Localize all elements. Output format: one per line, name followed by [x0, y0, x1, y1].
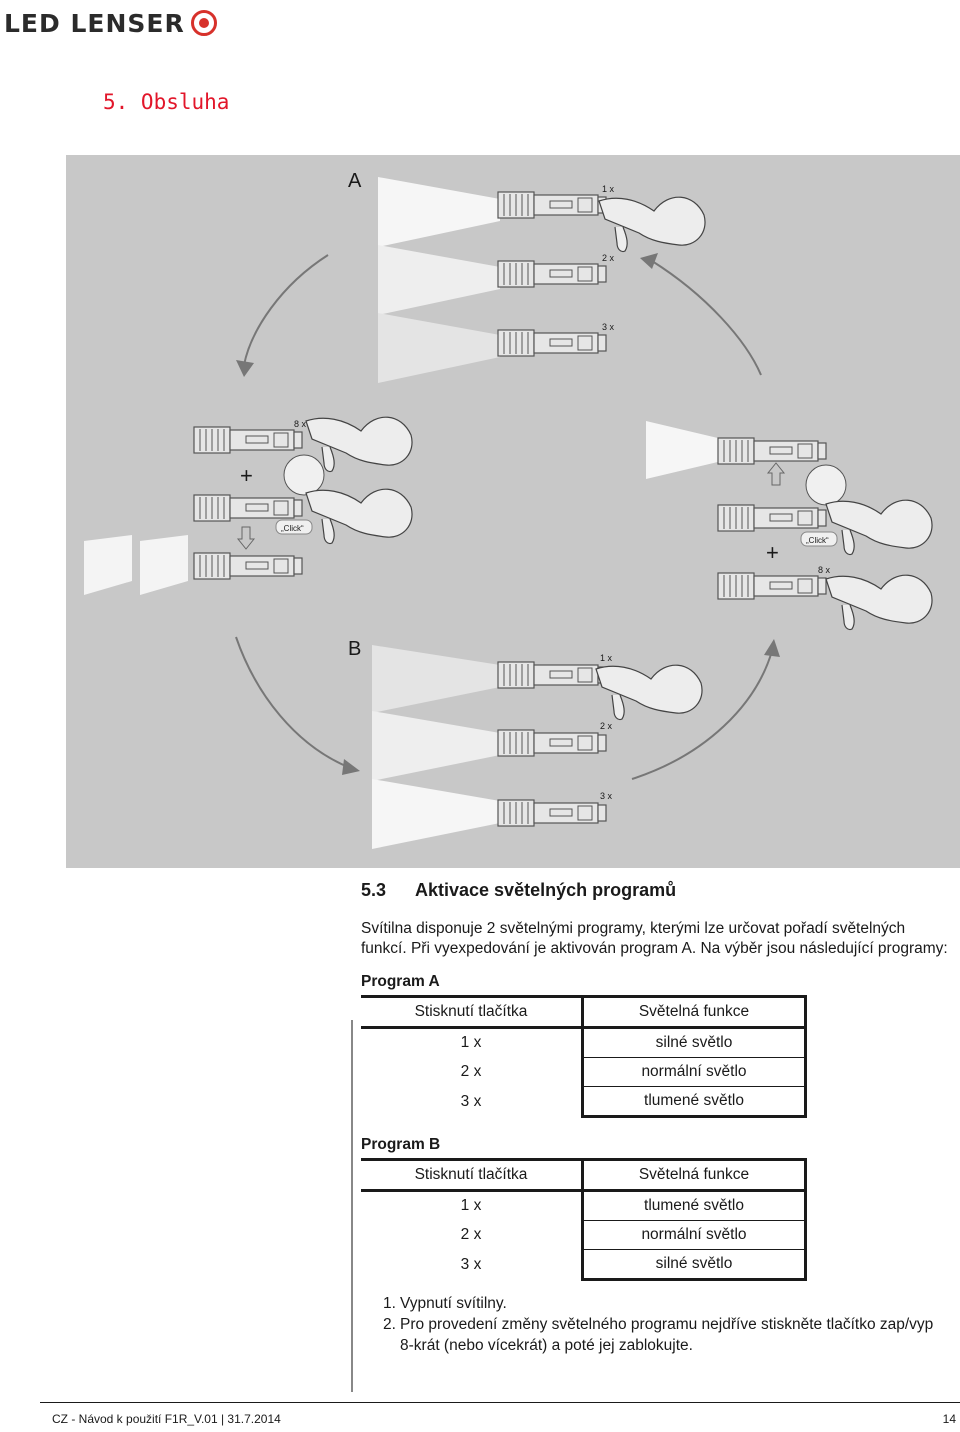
- press-label-b1: 1 x: [600, 653, 613, 663]
- hand-icon-right-2: [825, 574, 933, 631]
- list-item: 2. Pro provedení změny světelného progra…: [383, 1314, 951, 1356]
- cell-press: 3 x: [460, 1255, 482, 1273]
- hand-icon-left-2: [305, 488, 413, 545]
- plus-right: +: [766, 540, 779, 565]
- beam-a2: [378, 245, 500, 315]
- click-label-left: „Click“: [281, 524, 304, 533]
- hand-icon-b1: [595, 664, 703, 721]
- table-row: 3 x silné světlo: [361, 1249, 807, 1281]
- down-arrow-icon: [236, 526, 256, 550]
- heading-text: Aktivace světelných programů: [415, 880, 677, 900]
- press-label-a2: 2 x: [602, 253, 615, 263]
- beam-left-1: [84, 535, 132, 595]
- press-label-b2: 2 x: [600, 721, 613, 731]
- label-program-a: A: [348, 170, 362, 192]
- column-header-function: Světelná funkce: [581, 1158, 807, 1192]
- cell-press: 3 x: [460, 1092, 482, 1110]
- arc-arrow-a-right: [651, 260, 762, 376]
- button-detail-left: [283, 454, 325, 496]
- footer-text: CZ - Návod k použití F1R_V.01 | 31.7.201…: [52, 1412, 281, 1426]
- cell-function: tlumené světlo: [581, 1086, 807, 1118]
- hand-icon-a1: [598, 196, 706, 253]
- table-row: 2 x normální světlo: [361, 1057, 807, 1087]
- beam-b3: [372, 779, 500, 849]
- section-title: 5. Obsluha: [103, 90, 230, 114]
- note-text: Pro provedení změny světelného programu …: [400, 1316, 934, 1354]
- note-number: 1.: [383, 1295, 396, 1312]
- cell-function: normální světlo: [581, 1220, 807, 1250]
- table-header-row: Stisknutí tlačítka Světelná funkce: [361, 995, 807, 1029]
- table-row: 2 x normální světlo: [361, 1220, 807, 1250]
- brand-logo: LED LENSER: [4, 6, 217, 40]
- footer-divider: [40, 1402, 960, 1403]
- press-label-b3: 3 x: [600, 791, 613, 801]
- table-row: 1 x tlumené světlo: [361, 1190, 807, 1221]
- logo-mark-icon: [190, 10, 217, 36]
- beam-b2: [372, 711, 500, 781]
- cell-function: silné světlo: [581, 1027, 807, 1058]
- button-detail-right: [805, 464, 847, 506]
- content-block: 5.3 Aktivace světelných programů Svítiln…: [361, 880, 951, 1356]
- cell-press: 2 x: [460, 1063, 482, 1080]
- hand-icon-right-1: [825, 499, 933, 556]
- press-label-a3: 3 x: [602, 322, 615, 332]
- column-header-press: Stisknutí tlačítka: [361, 1158, 583, 1192]
- beam-a3: [378, 313, 500, 383]
- table-row: 3 x tlumené světlo: [361, 1086, 807, 1118]
- beam-b1: [372, 645, 500, 713]
- click-label-right: „Click“: [806, 536, 829, 545]
- heading-number: 5.3: [361, 880, 387, 900]
- arc-arrow-a-left: [243, 254, 329, 366]
- cell-press: 1 x: [460, 1197, 482, 1215]
- plus-left: +: [240, 463, 253, 488]
- column-header-press: Stisknutí tlačítka: [361, 995, 583, 1029]
- logo-wordmark: LED LENSER: [4, 8, 185, 38]
- beam-right: [646, 421, 722, 479]
- press-label-right-8x: 8 x: [818, 565, 831, 575]
- beam-left-2: [140, 535, 188, 595]
- table-header-row: Stisknutí tlačítka Světelná funkce: [361, 1158, 807, 1192]
- cell-press: 2 x: [460, 1226, 482, 1243]
- press-label-a1: 1 x: [602, 184, 615, 194]
- label-program-b: B: [348, 638, 361, 660]
- note-number: 2.: [383, 1316, 396, 1333]
- up-arrow-icon: [766, 462, 786, 486]
- list-item: 1. Vypnutí svítilny.: [383, 1293, 951, 1314]
- program-a-table: Stisknutí tlačítka Světelná funkce 1 x s…: [361, 995, 807, 1118]
- subsection-heading: 5.3 Aktivace světelných programů: [361, 880, 951, 901]
- column-header-function: Světelná funkce: [581, 995, 807, 1029]
- notes-list: 1. Vypnutí svítilny. 2. Pro provedení zm…: [383, 1293, 951, 1356]
- program-a-title: Program A: [361, 973, 440, 990]
- arc-arrow-b-right: [631, 650, 773, 780]
- program-illustration: A 1 x 2 x 3 x 8 x + „Click“: [66, 155, 960, 868]
- cell-function: tlumené světlo: [581, 1190, 807, 1221]
- cell-function: silné světlo: [581, 1249, 807, 1281]
- cell-press: 1 x: [460, 1034, 482, 1052]
- table-row: 1 x silné světlo: [361, 1027, 807, 1058]
- arc-arrow-b-left: [235, 636, 349, 768]
- page-number: 14: [942, 1412, 956, 1426]
- note-text: Vypnutí svítilny.: [400, 1295, 507, 1312]
- program-b-table: Stisknutí tlačítka Světelná funkce 1 x t…: [361, 1158, 807, 1281]
- illustration-svg: A 1 x 2 x 3 x 8 x + „Click“: [84, 170, 933, 849]
- press-label-left-8x: 8 x: [294, 419, 307, 429]
- beam-a1: [378, 177, 500, 247]
- intro-paragraph: Svítilna disponuje 2 světelnými programy…: [361, 920, 948, 957]
- cell-function: normální světlo: [581, 1057, 807, 1087]
- program-b-title: Program B: [361, 1136, 441, 1153]
- hand-icon-left-1: [305, 416, 413, 473]
- side-rule: [351, 1020, 353, 1392]
